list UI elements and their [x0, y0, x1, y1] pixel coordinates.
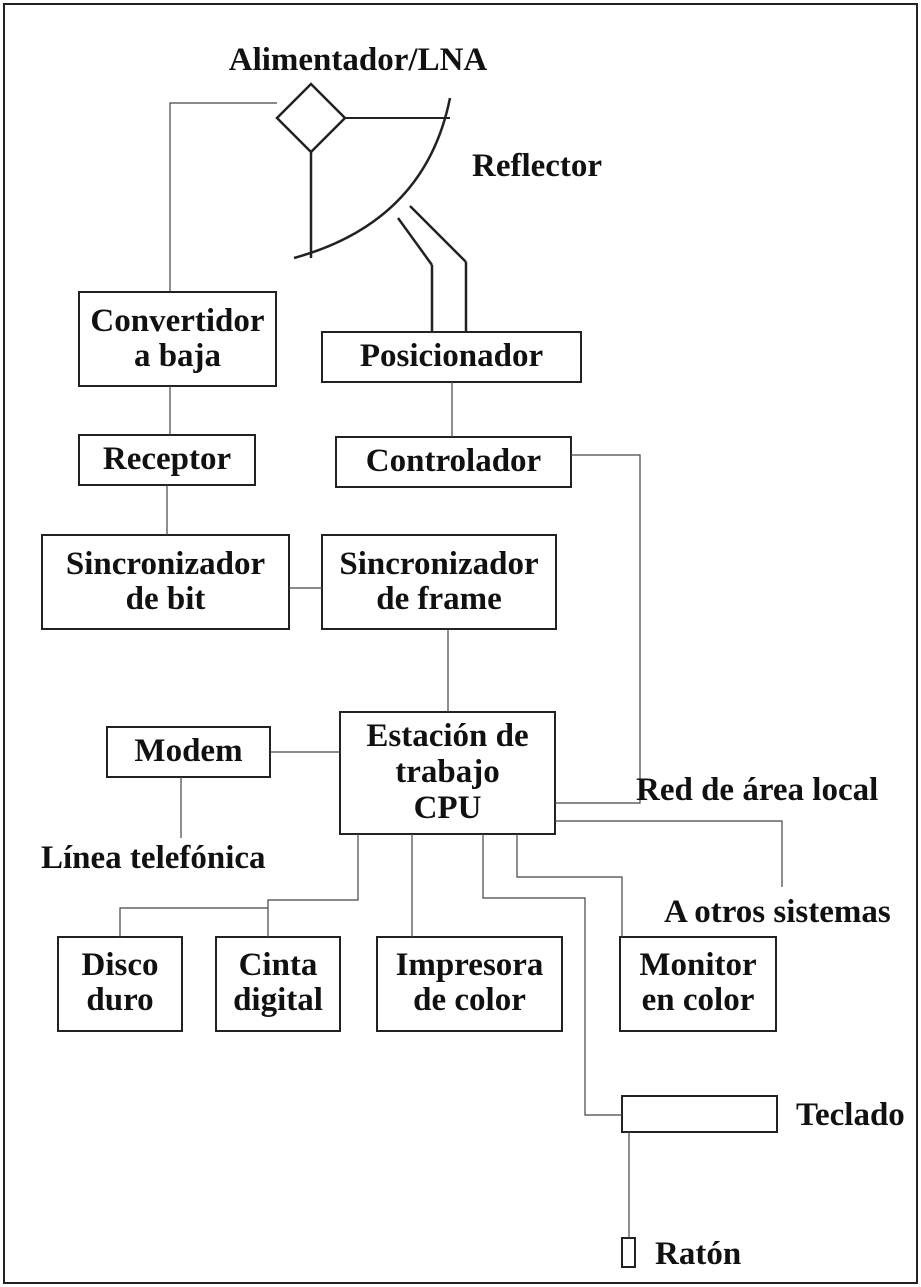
label-keyboard: Teclado: [796, 1097, 905, 1133]
box-digital-tape: [215, 936, 341, 1032]
waveguide-1: [396, 217, 434, 266]
label-workstation-line3: CPU: [413, 790, 482, 826]
reflector-dish: [293, 97, 452, 260]
box-controller: [335, 436, 572, 488]
feed-lna-diamond: [275, 82, 347, 154]
label-lan: Red de área local: [636, 772, 879, 808]
link-workstation-monitor: [516, 834, 623, 937]
label-hard-disk-line1: Disco: [81, 947, 159, 983]
box-bit-sync: [41, 534, 290, 630]
link-workstation-storage: [119, 834, 359, 937]
label-receiver: Receptor: [102, 441, 232, 477]
label-feed-lna: Alimentador/LNA: [228, 42, 488, 78]
label-modem: Modem: [134, 733, 243, 769]
label-other-systems: A otros sistemas: [664, 894, 891, 930]
box-mouse: [621, 1237, 636, 1268]
label-color-monitor-line2: en color: [641, 982, 755, 1018]
box-color-monitor: [619, 936, 777, 1032]
box-color-printer: [376, 936, 563, 1032]
label-phone-line: Línea telefónica: [41, 840, 266, 876]
label-digital-tape-line2: digital: [233, 982, 323, 1018]
label-workstation-line2: trabajo: [395, 754, 500, 790]
label-downconverter-line1: Convertidor: [90, 303, 265, 339]
label-controller: Controlador: [365, 443, 542, 479]
label-color-printer-line2: de color: [413, 982, 526, 1018]
link-feed-downconverter: [169, 102, 277, 292]
link-workstation-keyboard: [482, 834, 622, 1116]
box-frame-sync: [321, 534, 557, 630]
label-color-printer-line1: Impresora: [395, 947, 544, 983]
label-bit-sync-line1: Sincronizador: [65, 546, 266, 582]
label-color-monitor-line1: Monitor: [639, 947, 757, 983]
link-workstation-lan: [555, 820, 783, 887]
page-border: [3, 3, 918, 1284]
box-keyboard: [621, 1095, 778, 1133]
label-workstation-line1: Estación de: [366, 718, 529, 754]
label-mouse: Ratón: [655, 1236, 742, 1272]
label-hard-disk-line2: duro: [86, 982, 154, 1018]
label-downconverter-line2: a baja: [133, 338, 222, 374]
link-controller-workstation: [555, 454, 641, 804]
label-frame-sync-line2: de frame: [376, 581, 502, 617]
label-positioner: Posicionador: [359, 338, 544, 374]
label-digital-tape-line1: Cinta: [238, 947, 318, 983]
box-downconverter: [78, 291, 277, 387]
label-frame-sync-line1: Sincronizador: [339, 546, 539, 582]
label-reflector: Reflector: [472, 148, 603, 184]
label-bit-sync-line2: de bit: [125, 581, 206, 617]
waveguide-2: [409, 205, 467, 263]
